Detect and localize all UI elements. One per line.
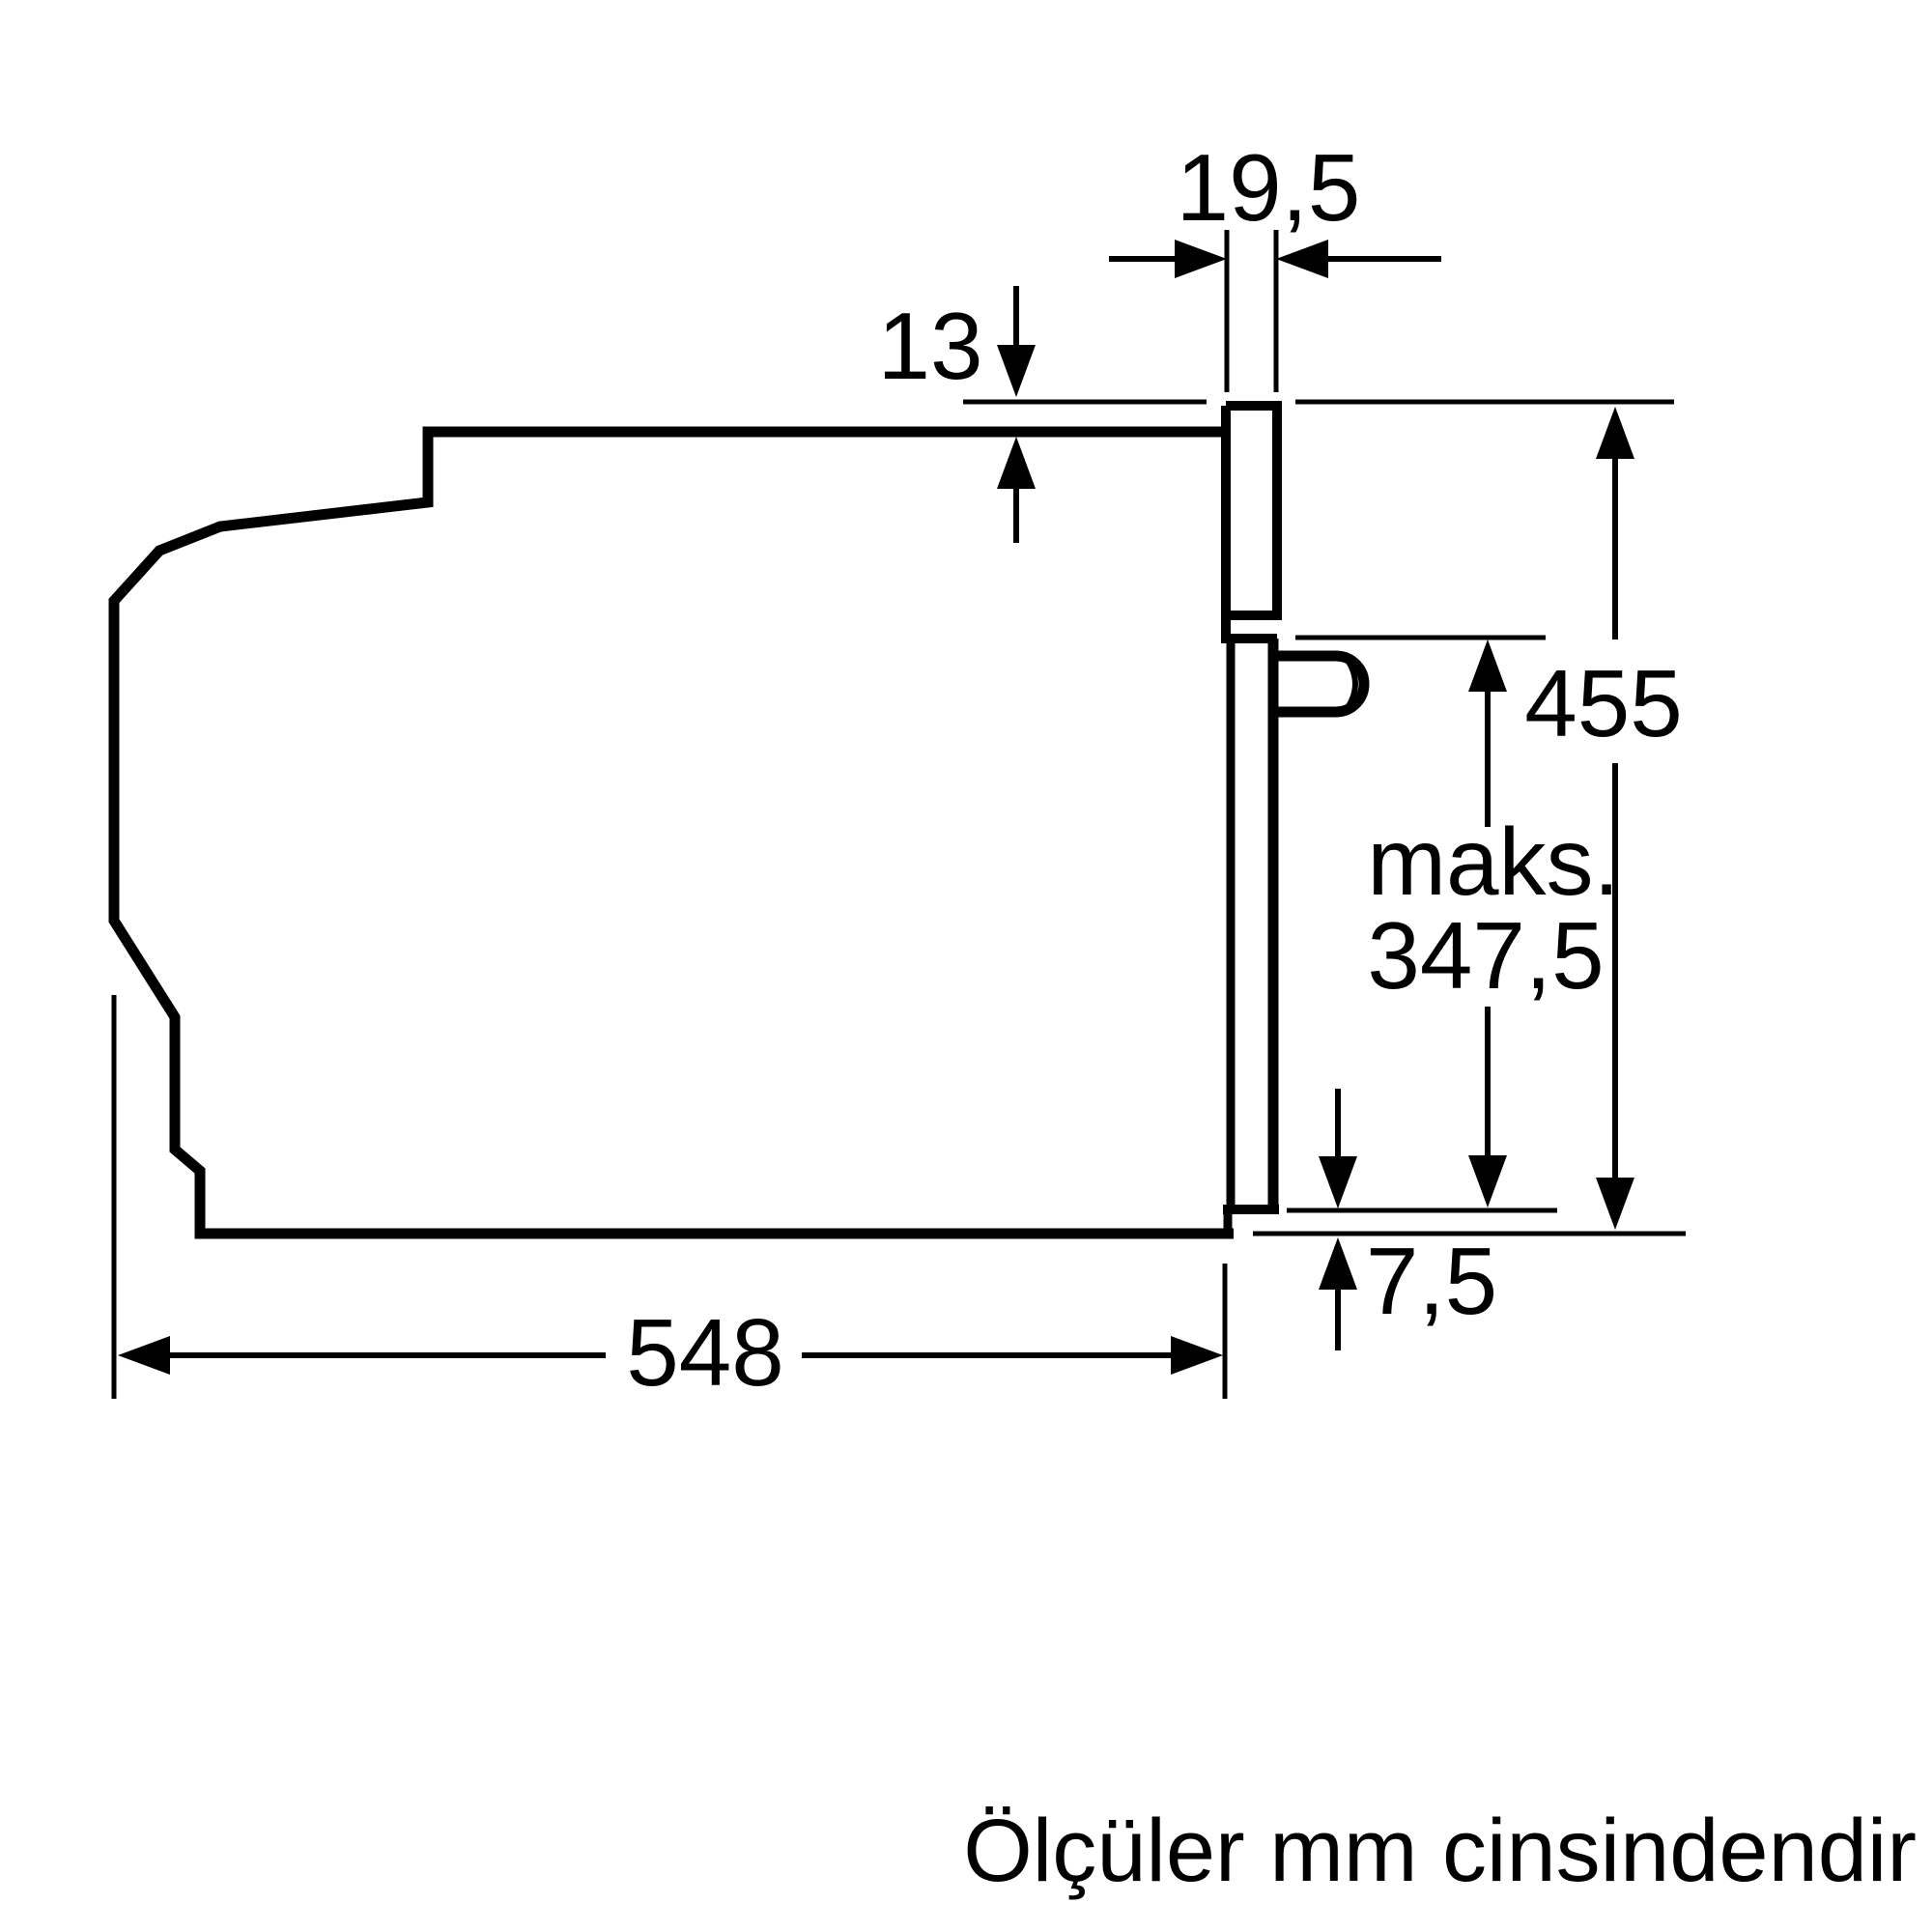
arrow-13-down-head (997, 345, 1036, 397)
control-knob-cap-line (1346, 660, 1358, 708)
door-upper-panel (1221, 401, 1282, 620)
dim-347-5-label: 347,5 (1367, 902, 1604, 1009)
control-knob (1275, 650, 1370, 718)
dim-455-label: 455 (1524, 650, 1683, 756)
oven-body-outline (108, 426, 1234, 1239)
dim-13-label: 13 (877, 293, 982, 399)
arrow-455-up-head (1596, 407, 1634, 459)
door-step (1221, 615, 1277, 643)
arrow-19-5-right-head (1276, 240, 1328, 278)
dim-19-5-label: 19,5 (1177, 134, 1361, 241)
arrow-347-5-up-head (1468, 639, 1507, 692)
arrow-19-5-left-head (1175, 240, 1227, 278)
arrow-548-right-head (1171, 1336, 1223, 1375)
arrow-13-up-head (997, 437, 1036, 489)
arrow-7-5-down-head (1319, 1156, 1357, 1208)
dim-548-label: 548 (626, 1299, 784, 1406)
arrow-347-5-down-head (1468, 1155, 1507, 1208)
arrow-548-left-head (118, 1336, 170, 1375)
arrow-7-5-up-head (1319, 1237, 1357, 1290)
dim-maks-label: maks. (1367, 809, 1619, 915)
dim-7-5-label: 7,5 (1366, 1228, 1497, 1334)
arrow-455-down-head (1596, 1178, 1634, 1230)
units-caption: Ölçüler mm cinsindendir (963, 1802, 1917, 1900)
